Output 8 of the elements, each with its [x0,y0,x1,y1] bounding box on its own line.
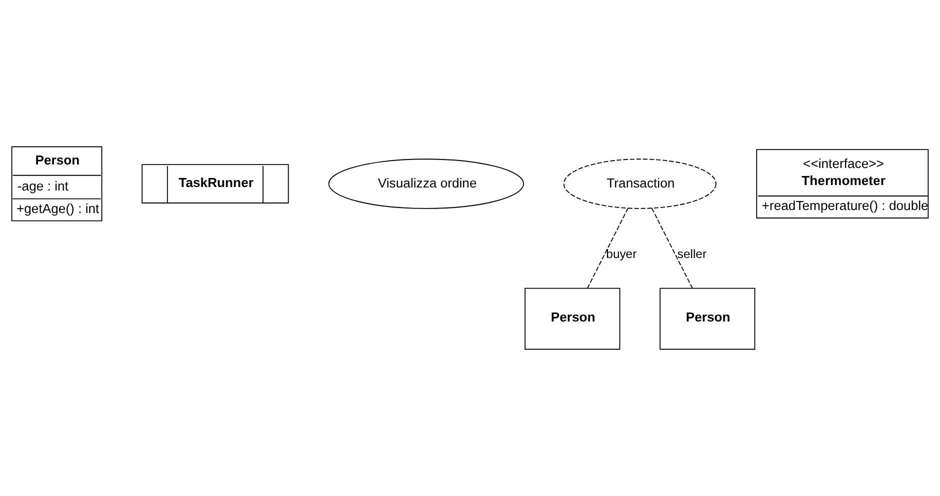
node-ellipse: Visualizza ordine [328,158,524,209]
connector [586,208,628,289]
node-ellipse: Transaction [563,158,716,209]
connector [651,208,693,289]
node-box: Person [524,288,620,350]
edge-label: buyer [606,246,637,261]
edge-label: seller [677,246,707,261]
node-box: Person [660,288,756,350]
